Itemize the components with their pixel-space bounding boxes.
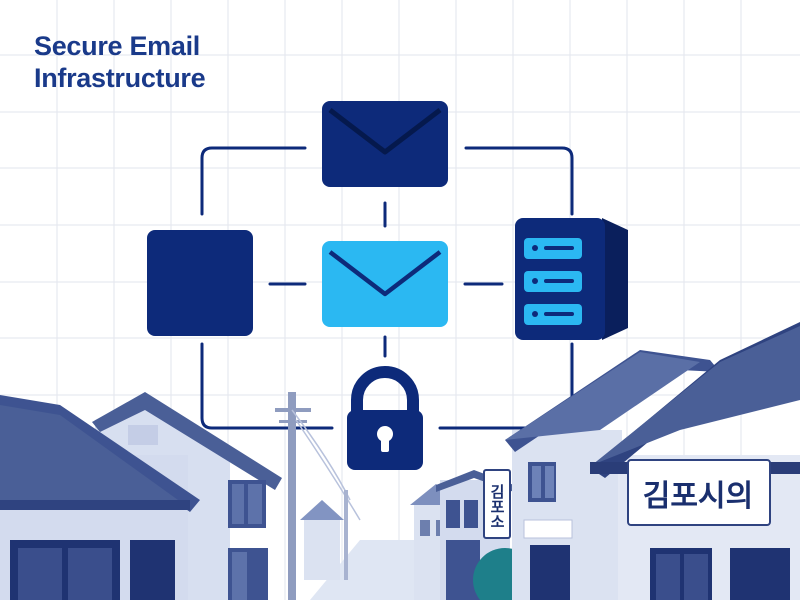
tablet-icon [147,230,253,336]
vertical-sign-board [483,469,511,539]
title-line-1: Secure Email [34,31,200,61]
utility-pole [275,392,361,600]
house-right-front [590,322,800,600]
page-title: Secure Email Infrastructure [34,30,206,94]
server-icon [515,218,628,340]
mail-icon [322,241,448,327]
envelope-icon [322,101,448,187]
store-sign-board [627,459,771,526]
store-sign-text: 김포시의 [643,479,753,514]
padlock-icon [347,366,423,470]
vertical-sign-text: 김포소 [488,483,506,529]
house-left-front [0,395,200,600]
title-line-2: Infrastructure [34,63,206,93]
